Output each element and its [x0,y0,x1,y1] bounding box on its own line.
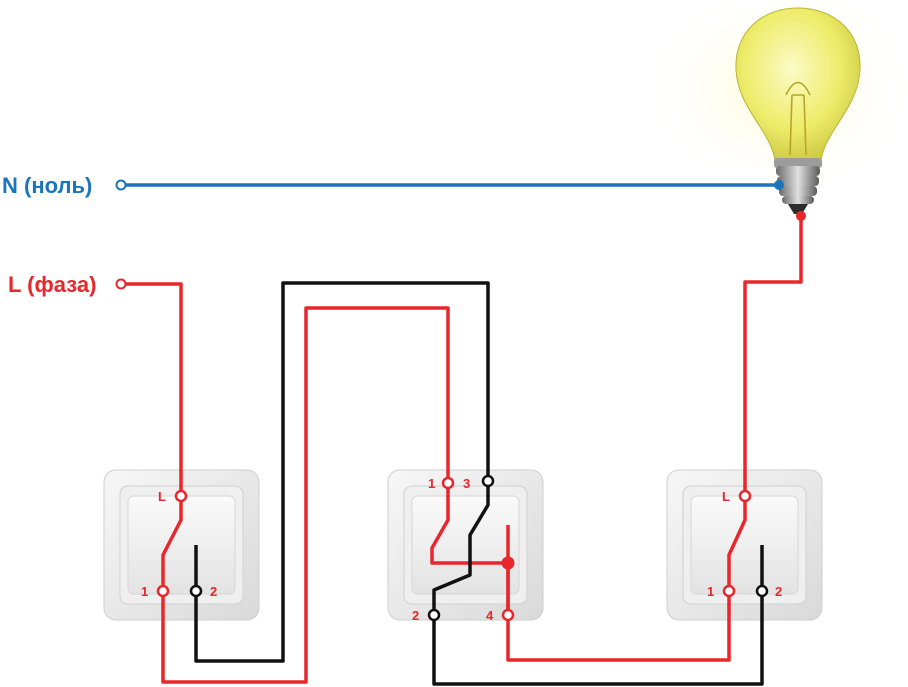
switch-right-label-2: 2 [775,584,782,599]
switch-middle-contact-2 [432,545,472,615]
switch-middle-label-1: 1 [428,476,435,491]
switch-middle-blade-a [430,483,508,565]
switch-right [666,469,823,621]
switch-left-terminal-l [174,489,188,503]
switch-left-label-2: 2 [210,584,217,599]
lamp-phase-wire [743,216,803,496]
bulb-neck [774,158,822,168]
switch-right-label-l: L [722,489,730,504]
switch-right-terminal-1 [722,584,736,598]
traveler-red-wire [161,306,450,684]
bulb-neutral-contact [774,180,784,190]
switch-middle-terminal-4 [501,608,515,622]
switch-middle-terminal-3 [481,474,495,488]
switch-middle-label-3: 3 [463,476,470,491]
phase-terminal [115,278,127,290]
switch-left [103,469,260,621]
switch-middle-terminal-1 [441,476,455,490]
switch-left-terminal-2 [189,584,203,598]
switch-middle-key [411,495,520,595]
light-bulb [640,0,908,214]
phase-wires [124,216,803,684]
switch-left-terminal-1 [156,584,170,598]
terminals [115,179,806,622]
bulb-glass [735,7,861,161]
traveler-black-wire-1 [194,281,490,663]
switch-left-blade [161,496,183,591]
bulb-base [776,166,820,214]
switch-left-label-l: L [158,489,166,504]
neutral-label: N (ноль) [2,173,92,198]
switch-right-label-1: 1 [707,584,714,599]
traveler-black-wire-2 [432,591,764,686]
switch-middle-label-2: 2 [412,608,419,623]
switch-middle-label-4: 4 [486,608,494,623]
switch-middle-bridge-point [501,556,515,570]
switch-middle-terminal-2 [427,608,441,622]
neutral-terminal [115,179,127,191]
bulb-filament [785,81,811,156]
bulb-phase-contact [796,211,806,221]
phase-input-wire [124,282,183,496]
traveler-wires [194,281,764,686]
switch-right-terminal-l [738,489,752,503]
switch-middle-blade-b [468,481,490,545]
switch-right-terminal-2 [755,584,769,598]
switch-left-label-1: 1 [141,584,148,599]
phase-label: L (фаза) [8,272,96,297]
switch-right-blade [727,496,747,591]
switch-middle [387,469,544,621]
